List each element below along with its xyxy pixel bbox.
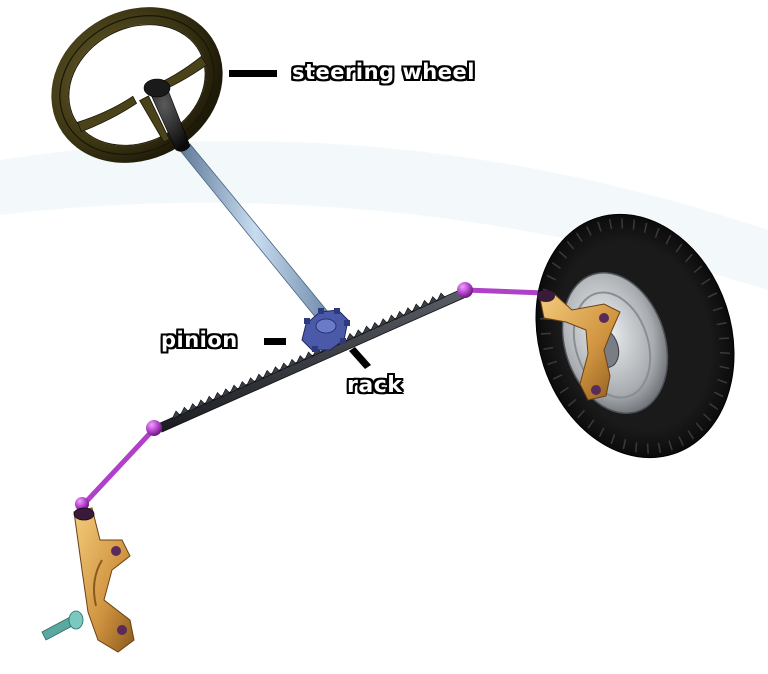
right-steering-knuckle xyxy=(537,290,621,401)
steering-wheel xyxy=(51,7,223,163)
left-steering-knuckle xyxy=(41,507,135,653)
steering-wheel-label: steering wheel xyxy=(292,60,475,84)
rack-teeth xyxy=(171,292,446,420)
steering-wheel-leader xyxy=(229,70,277,77)
tire-tread xyxy=(539,218,731,454)
pinion-leader xyxy=(264,338,286,345)
rack-label: rack xyxy=(347,373,403,398)
pinion-gear xyxy=(301,308,350,352)
left-tie-rod xyxy=(75,420,162,511)
pinion-label: pinion xyxy=(161,328,238,352)
background-haze xyxy=(0,141,768,290)
rack-leader xyxy=(349,347,371,369)
